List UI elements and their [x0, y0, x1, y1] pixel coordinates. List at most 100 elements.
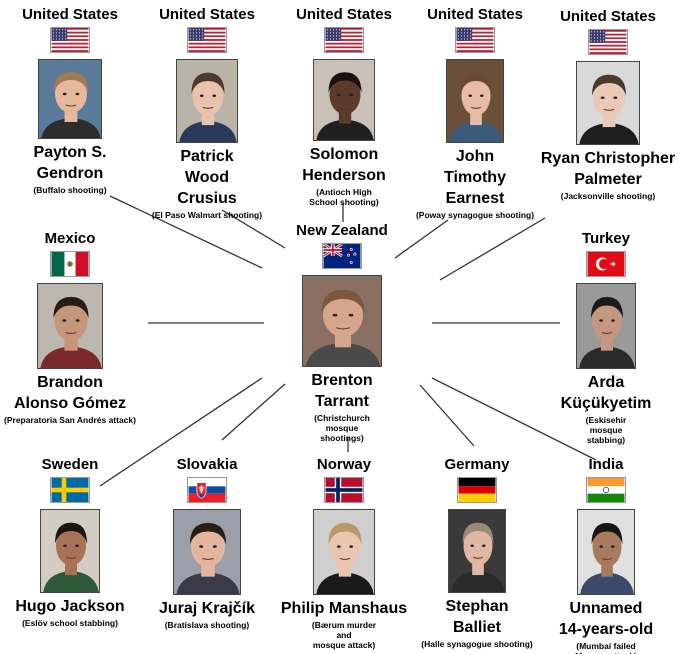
- portrait-photo: [38, 59, 102, 139]
- person-name-line: Brenton: [311, 372, 373, 389]
- connector-line: [439, 217, 546, 281]
- person-name-line: Unnamed: [569, 600, 643, 617]
- person-name: Hugo Jackson: [0, 596, 145, 617]
- person-name: Juraj Krajčík: [142, 598, 272, 619]
- person-name-line: Gendron: [36, 165, 104, 182]
- person-name: Philip Manshaus: [269, 598, 419, 619]
- person-name-line: Earnest: [445, 190, 505, 207]
- person-name-line: Payton S.: [33, 144, 107, 161]
- attack-note-line: stabbing): [586, 435, 626, 445]
- portrait-photo: [446, 59, 504, 143]
- person-name-line: Henderson: [302, 167, 386, 184]
- portrait-photo: [37, 283, 103, 369]
- attack-note-line: (Antioch High: [316, 187, 372, 197]
- person-silhouette-icon: [580, 522, 634, 594]
- person-name-line: Patrick: [180, 148, 234, 165]
- country-label: Mexico: [44, 230, 96, 247]
- country-label: Germany: [444, 456, 510, 473]
- attack-note-line: (Mumbai failed: [576, 641, 636, 651]
- person-name-line: Solomon: [309, 146, 379, 163]
- portrait-photo: [577, 509, 635, 595]
- country-label: New Zealand: [296, 222, 388, 239]
- person-silhouette-icon: [579, 296, 635, 368]
- attack-note-line: School shooting): [309, 197, 379, 207]
- country-label: Sweden: [41, 456, 99, 473]
- attack-note-line: (Preparatoria San Andrés attack): [4, 415, 136, 425]
- person-silhouette-icon: [40, 296, 102, 368]
- usa-flag-icon: [588, 29, 628, 55]
- person-name: Unnamed 14-years-old: [536, 598, 676, 640]
- attack-note: (Buffalo shooting): [5, 185, 135, 195]
- country-label: Norway: [316, 456, 372, 473]
- attack-note-line: Mosque attack): [536, 651, 676, 654]
- person-name-line: Stephan: [445, 598, 509, 615]
- attack-note-line: (Buffalo shooting): [33, 185, 107, 195]
- attack-note-line: (Christchurch: [314, 413, 370, 423]
- person-name-line: Juraj Krajčík: [158, 600, 256, 617]
- attack-note-line: mosque: [325, 423, 359, 433]
- person-name-line: Palmeter: [574, 171, 642, 188]
- attack-note-line: (El Paso Walmart shooting): [151, 210, 263, 220]
- attack-note: (El Paso Walmart shooting): [142, 210, 272, 220]
- attack-note-line: shootings): [320, 433, 364, 443]
- attack-note-line: and: [336, 630, 352, 640]
- portrait-photo: [173, 509, 241, 595]
- person-name-line: Hugo Jackson: [15, 598, 125, 615]
- portrait-photo: [313, 59, 375, 141]
- attack-note: (Halle synagogue shooting): [412, 639, 542, 649]
- person-silhouette-icon: [449, 72, 503, 142]
- person-name-line: Timothy: [444, 169, 506, 186]
- connector-line: [419, 384, 475, 447]
- country-label: United States: [427, 6, 523, 23]
- person-silhouette-icon: [43, 522, 99, 592]
- new-zealand-flag-icon: [322, 243, 362, 269]
- attack-note: (Preparatoria San Andrés attack): [0, 415, 145, 425]
- person-silhouette-icon: [179, 72, 237, 142]
- attack-note-line: (Poway synagogue shooting): [415, 210, 535, 220]
- person-name-line: Alonso Gómez: [13, 395, 126, 412]
- person-silhouette-icon: [316, 72, 374, 140]
- portrait-photo: [576, 283, 636, 369]
- person-name-line: Küçükyetim: [560, 395, 652, 412]
- person-name-line: Brandon: [37, 374, 103, 391]
- portrait-photo: [576, 61, 640, 145]
- person-name-line: Wood: [184, 169, 230, 186]
- person-silhouette-icon: [316, 522, 374, 594]
- person-name-line: Crusius: [177, 190, 237, 207]
- attack-note-line: mosque: [589, 425, 623, 435]
- person-name-line: Philip Manshaus: [280, 600, 408, 617]
- person-silhouette-icon: [306, 289, 380, 366]
- attack-note-line: (Halle synagogue shooting): [421, 639, 533, 649]
- country-label: Turkey: [581, 230, 631, 247]
- attack-note-line: (Jacksonville shooting): [560, 191, 656, 201]
- attack-note-line: mosque attack): [312, 640, 376, 650]
- attack-note: (Mumbai failedMosque attack): [536, 641, 676, 654]
- person-name-line: Balliet: [452, 619, 501, 636]
- portrait-photo: [448, 509, 506, 593]
- sweden-flag-icon: [50, 477, 90, 503]
- attack-note-line: (Eslöv school stabbing): [22, 618, 118, 628]
- mexico-flag-icon: [50, 251, 90, 277]
- person-name-line: 14-years-old: [558, 621, 654, 638]
- attack-note: (Jacksonville shooting): [533, 191, 680, 201]
- portrait-photo: [302, 275, 382, 367]
- person-name-line: Tarrant: [315, 393, 369, 410]
